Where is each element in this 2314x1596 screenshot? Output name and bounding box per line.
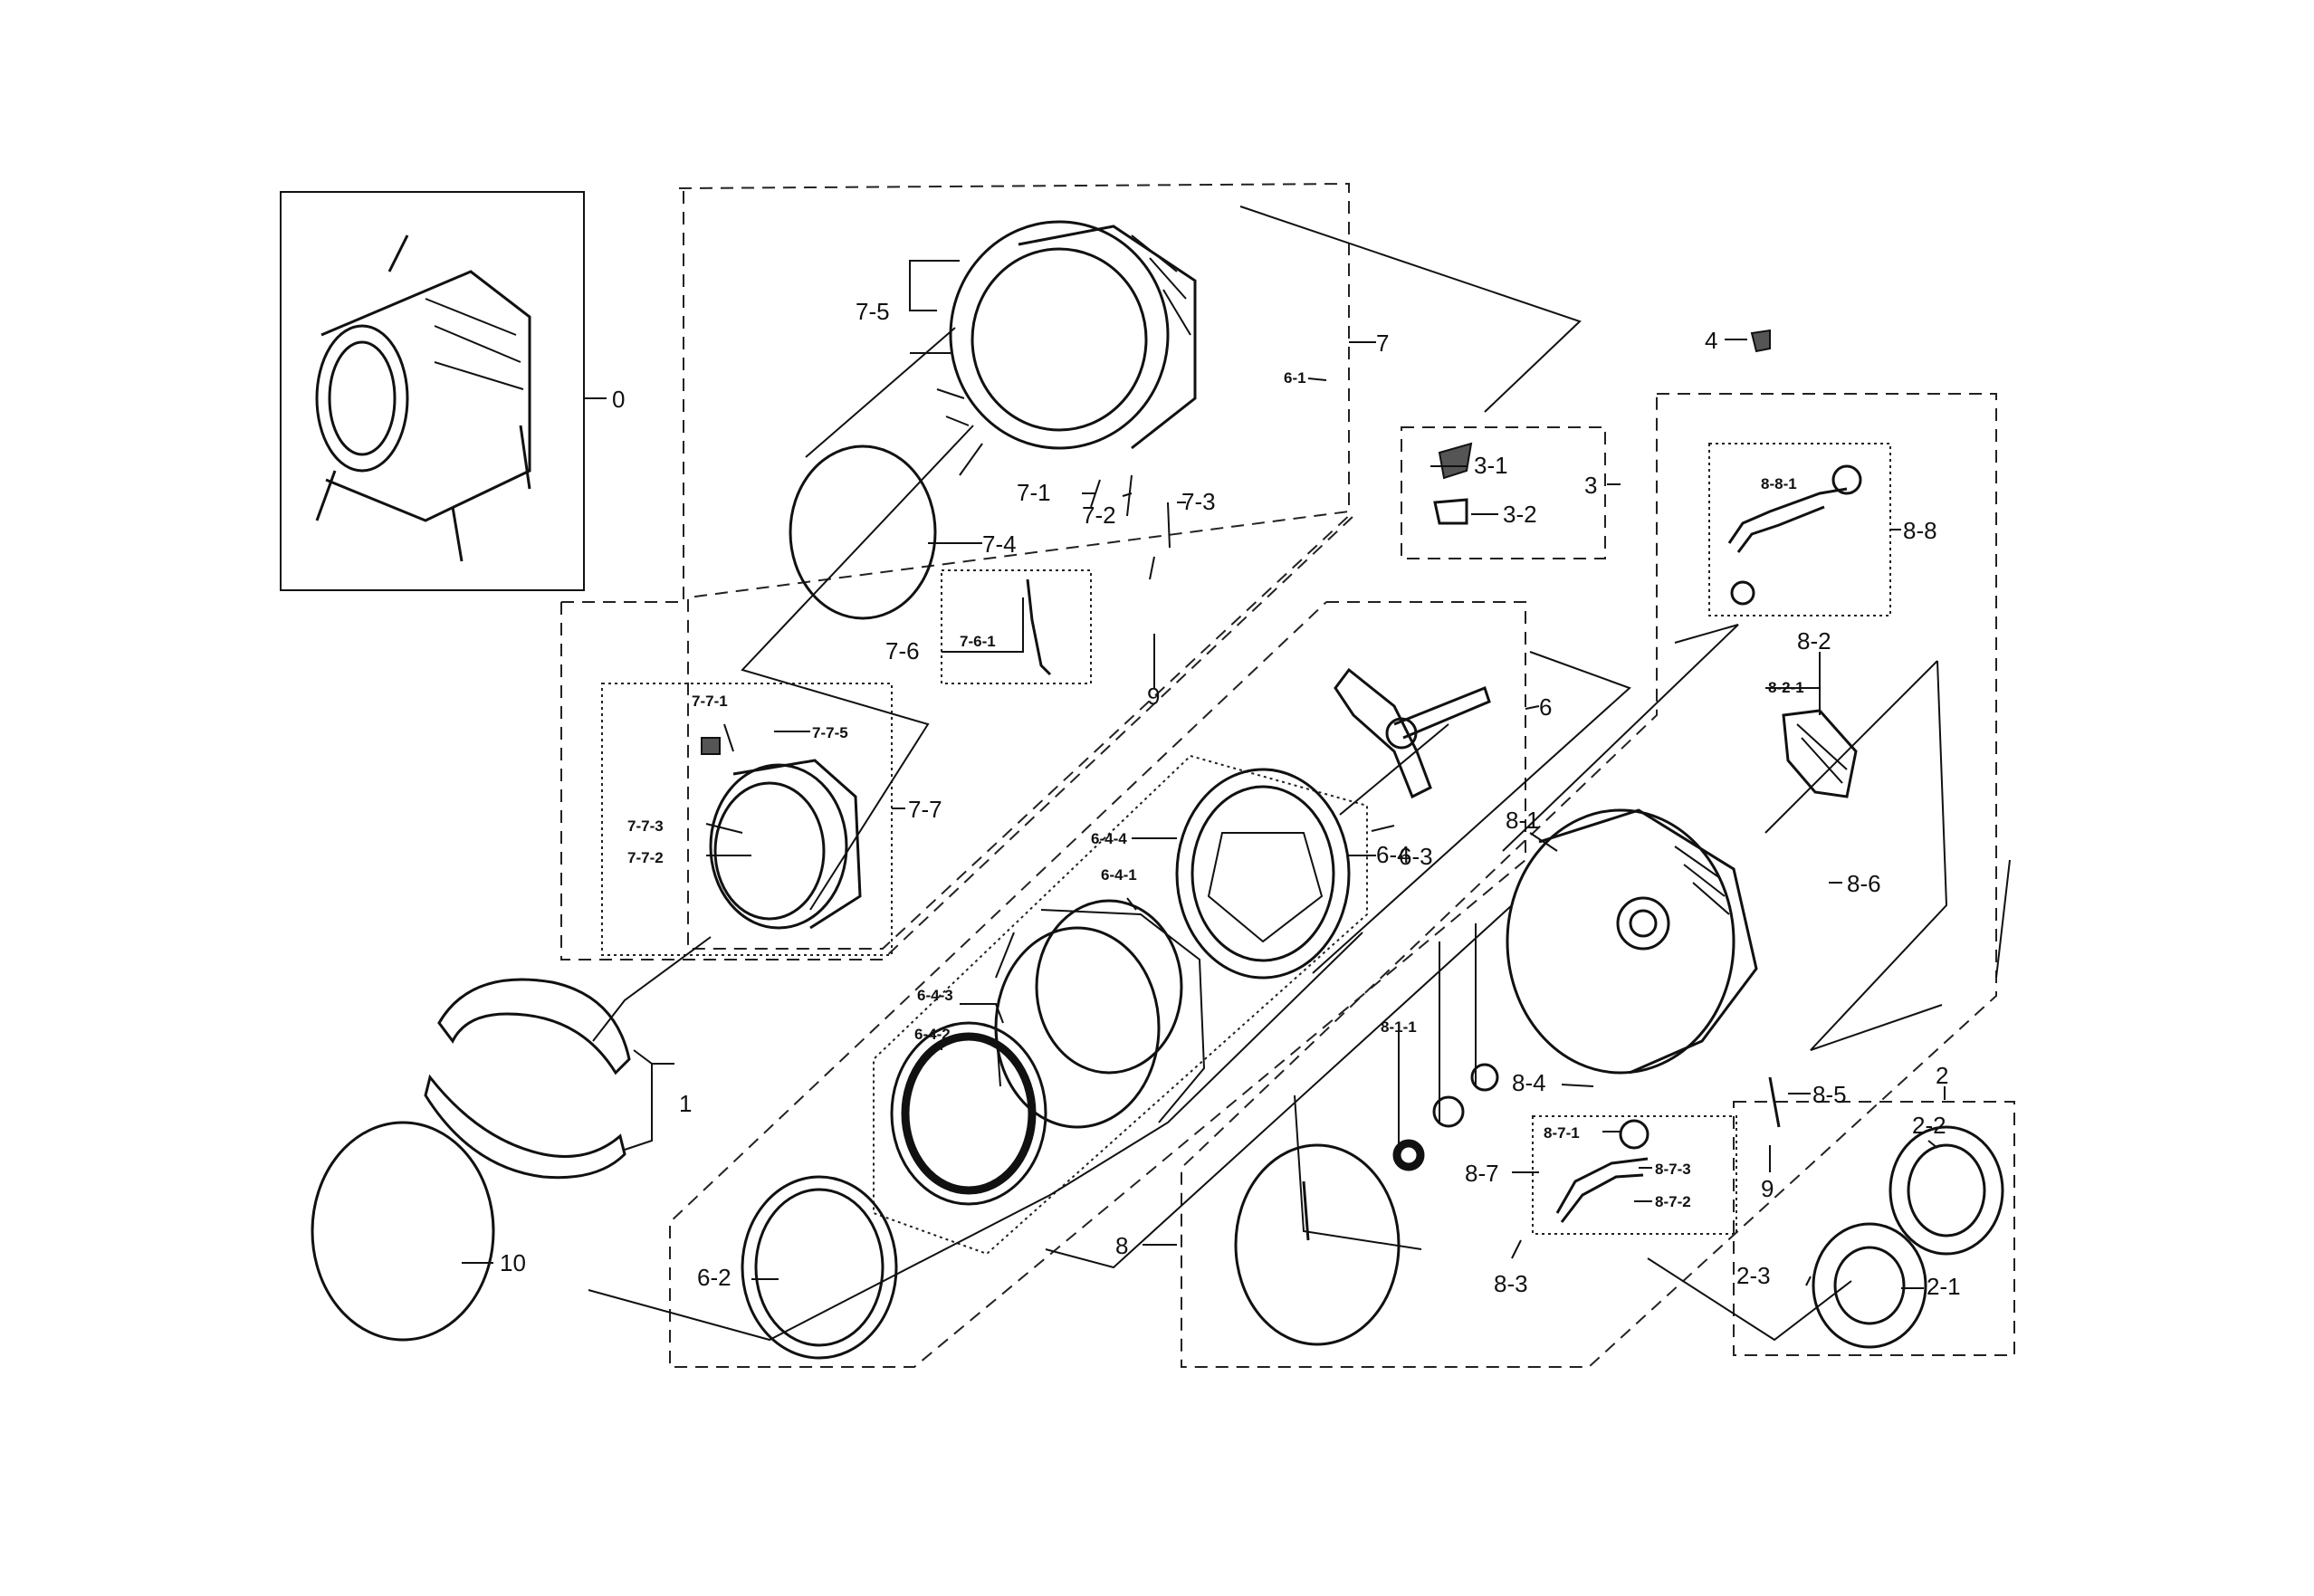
gasket-10 — [311, 1121, 495, 1342]
label-6-4-1: 6-4-1 — [1101, 866, 1137, 884]
label-2-3: 2-3 — [1736, 1262, 1771, 1289]
connector-4 — [1750, 329, 1771, 353]
group-8-8-frame — [1708, 443, 1891, 616]
label-7-7-5: 7-7-5 — [812, 724, 848, 741]
label-6-4: 6-4 — [1376, 841, 1410, 868]
front-tub-illustration — [936, 220, 1197, 476]
label-3: 3 — [1584, 472, 1597, 499]
hose-8-8 — [1727, 464, 1862, 606]
label-7-7: 7-7 — [908, 796, 942, 823]
label-8: 8 — [1115, 1232, 1128, 1259]
assembled-tub-illustration — [315, 234, 531, 562]
label-2-1: 2-1 — [1927, 1273, 1961, 1300]
label-9-top: 9 — [1147, 683, 1160, 710]
group-7-7-frame — [601, 683, 893, 956]
heater-3 — [1433, 442, 1473, 525]
drum-back-6-4-4 — [1175, 768, 1351, 980]
label-7-4: 7-4 — [982, 530, 1017, 558]
label-7-1: 7-1 — [1017, 479, 1051, 506]
explosion-lines — [588, 205, 2011, 1342]
group-outlines — [280, 182, 2015, 1368]
label-8-6: 8-6 — [1847, 870, 1881, 897]
label-7-7-1: 7-7-1 — [692, 693, 728, 710]
group-7-frame-top — [561, 188, 684, 603]
label-1: 1 — [679, 1090, 692, 1117]
label-8-1-1: 8-1-1 — [1381, 1018, 1417, 1036]
label-4: 4 — [1705, 327, 1717, 354]
label-7-3: 7-3 — [1181, 488, 1216, 515]
label-7-7-2: 7-7-2 — [627, 849, 664, 866]
label-8-5: 8-5 — [1812, 1081, 1847, 1108]
shaft-gasket-8 — [1234, 1143, 1401, 1346]
group-6-frame — [669, 601, 1526, 1368]
group-8-7-frame — [1532, 1115, 1737, 1235]
label-6-4-2: 6-4-2 — [914, 1026, 951, 1043]
label-8-4: 8-4 — [1512, 1069, 1546, 1096]
label-3-1: 3-1 — [1474, 452, 1508, 479]
label-7: 7 — [1376, 330, 1389, 357]
drain-8-7 — [1555, 1119, 1649, 1223]
label-6-1: 6-1 — [1284, 369, 1306, 387]
group-3-frame — [1401, 426, 1606, 559]
part-labels: 0 1 2 2-1 2-2 2-3 3 3-1 3-2 4 6 6-1 6-2 … — [500, 298, 1961, 1300]
label-6: 6 — [1539, 693, 1552, 721]
label-8-7-2: 8-7-2 — [1655, 1193, 1691, 1210]
label-8-7: 8-7 — [1465, 1160, 1499, 1187]
group-7-frame — [678, 182, 1354, 950]
motor-2 — [1812, 1125, 2004, 1349]
label-8-8-1: 8-8-1 — [1761, 475, 1797, 492]
front-ring-6-2 — [741, 1175, 898, 1360]
group-7-6-frame — [941, 569, 1092, 684]
group-7-frame-left — [560, 515, 1354, 960]
label-7-7-3: 7-7-3 — [627, 817, 664, 835]
label-8-2: 8-2 — [1797, 627, 1831, 655]
label-3-2: 3-2 — [1503, 501, 1537, 528]
rear-tub-8-1 — [1506, 808, 1758, 1075]
label-7-5: 7-5 — [856, 298, 890, 325]
label-8-7-1: 8-7-1 — [1544, 1124, 1580, 1142]
spider-flange-6-3 — [1334, 667, 1491, 799]
label-7-2: 7-2 — [1082, 502, 1116, 529]
bearings-8-1-1 — [1392, 1063, 1499, 1171]
balancer-ring-6-4-2 — [890, 1021, 1047, 1206]
pin-8-5 — [1768, 1076, 1781, 1128]
label-7-6: 7-6 — [885, 637, 920, 664]
group-0-frame — [280, 191, 585, 591]
label-0: 0 — [612, 386, 625, 413]
group-2-frame — [1733, 1101, 2015, 1356]
label-8-8: 8-8 — [1903, 517, 1937, 544]
label-2: 2 — [1936, 1062, 1948, 1089]
leader-lines — [462, 260, 1946, 1289]
label-9-bottom: 9 — [1761, 1175, 1774, 1202]
harness-7-6-1 — [1026, 578, 1052, 676]
gasket-ring-7-4 — [789, 444, 937, 620]
label-2-2: 2-2 — [1912, 1112, 1946, 1139]
door-ring-7-7 — [701, 737, 862, 930]
label-8-1: 8-1 — [1506, 807, 1540, 834]
label-8-3: 8-3 — [1494, 1270, 1528, 1297]
label-6-4-4: 6-4-4 — [1091, 830, 1127, 847]
label-6-4-3: 6-4-3 — [917, 987, 953, 1004]
label-8-7-3: 8-7-3 — [1655, 1161, 1691, 1178]
label-10: 10 — [500, 1249, 526, 1276]
label-8-2-1: 8-2-1 — [1768, 679, 1804, 696]
brackets-1 — [424, 978, 653, 1180]
label-6-2: 6-2 — [697, 1264, 731, 1291]
label-6-3: 6-3 — [1399, 843, 1433, 870]
label-7-6-1: 7-6-1 — [960, 633, 996, 650]
group-8-frame — [1181, 393, 1997, 1368]
